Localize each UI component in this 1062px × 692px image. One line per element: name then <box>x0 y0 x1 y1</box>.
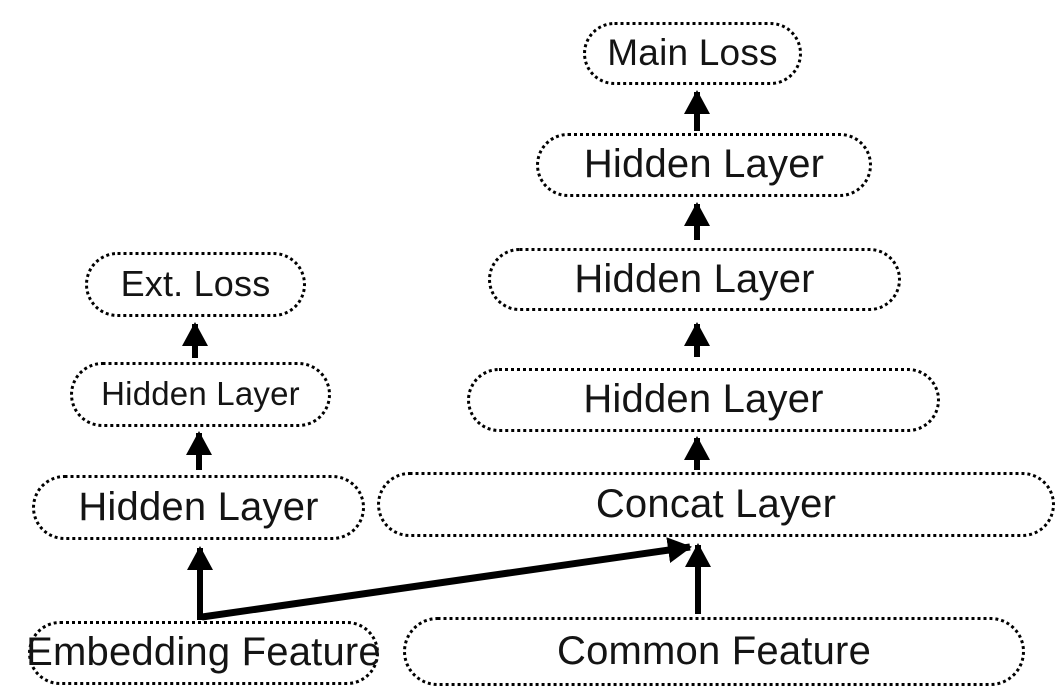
node-label: Hidden Layer <box>78 484 319 529</box>
node-label: Hidden Layer <box>101 375 300 412</box>
node-label: Main Loss <box>607 32 778 73</box>
node-concat-layer: Concat Layer <box>377 472 1055 537</box>
node-label: Concat Layer <box>595 481 837 526</box>
node-embedding-feature: Embedding Feature <box>26 621 381 685</box>
node-hidden-right-2: Hidden Layer <box>488 248 901 311</box>
node-hidden-right-1: Hidden Layer <box>536 133 872 197</box>
node-label: Hidden Layer <box>583 377 824 421</box>
node-hidden-left-small: Hidden Layer <box>70 362 331 427</box>
node-ext-loss: Ext. Loss <box>85 252 306 317</box>
node-label: Common Feature <box>556 628 872 673</box>
node-label: Hidden Layer <box>574 256 815 301</box>
node-label: Embedding Feature <box>26 630 381 674</box>
node-hidden-left: Hidden Layer <box>32 475 365 540</box>
node-label: Hidden Layer <box>583 142 825 186</box>
node-main-loss: Main Loss <box>583 22 802 85</box>
node-hidden-right-3: Hidden Layer <box>467 368 940 432</box>
node-common-feature: Common Feature <box>403 617 1025 686</box>
arrow-embedding-to-concat <box>201 537 692 621</box>
node-label: Ext. Loss <box>120 262 271 304</box>
